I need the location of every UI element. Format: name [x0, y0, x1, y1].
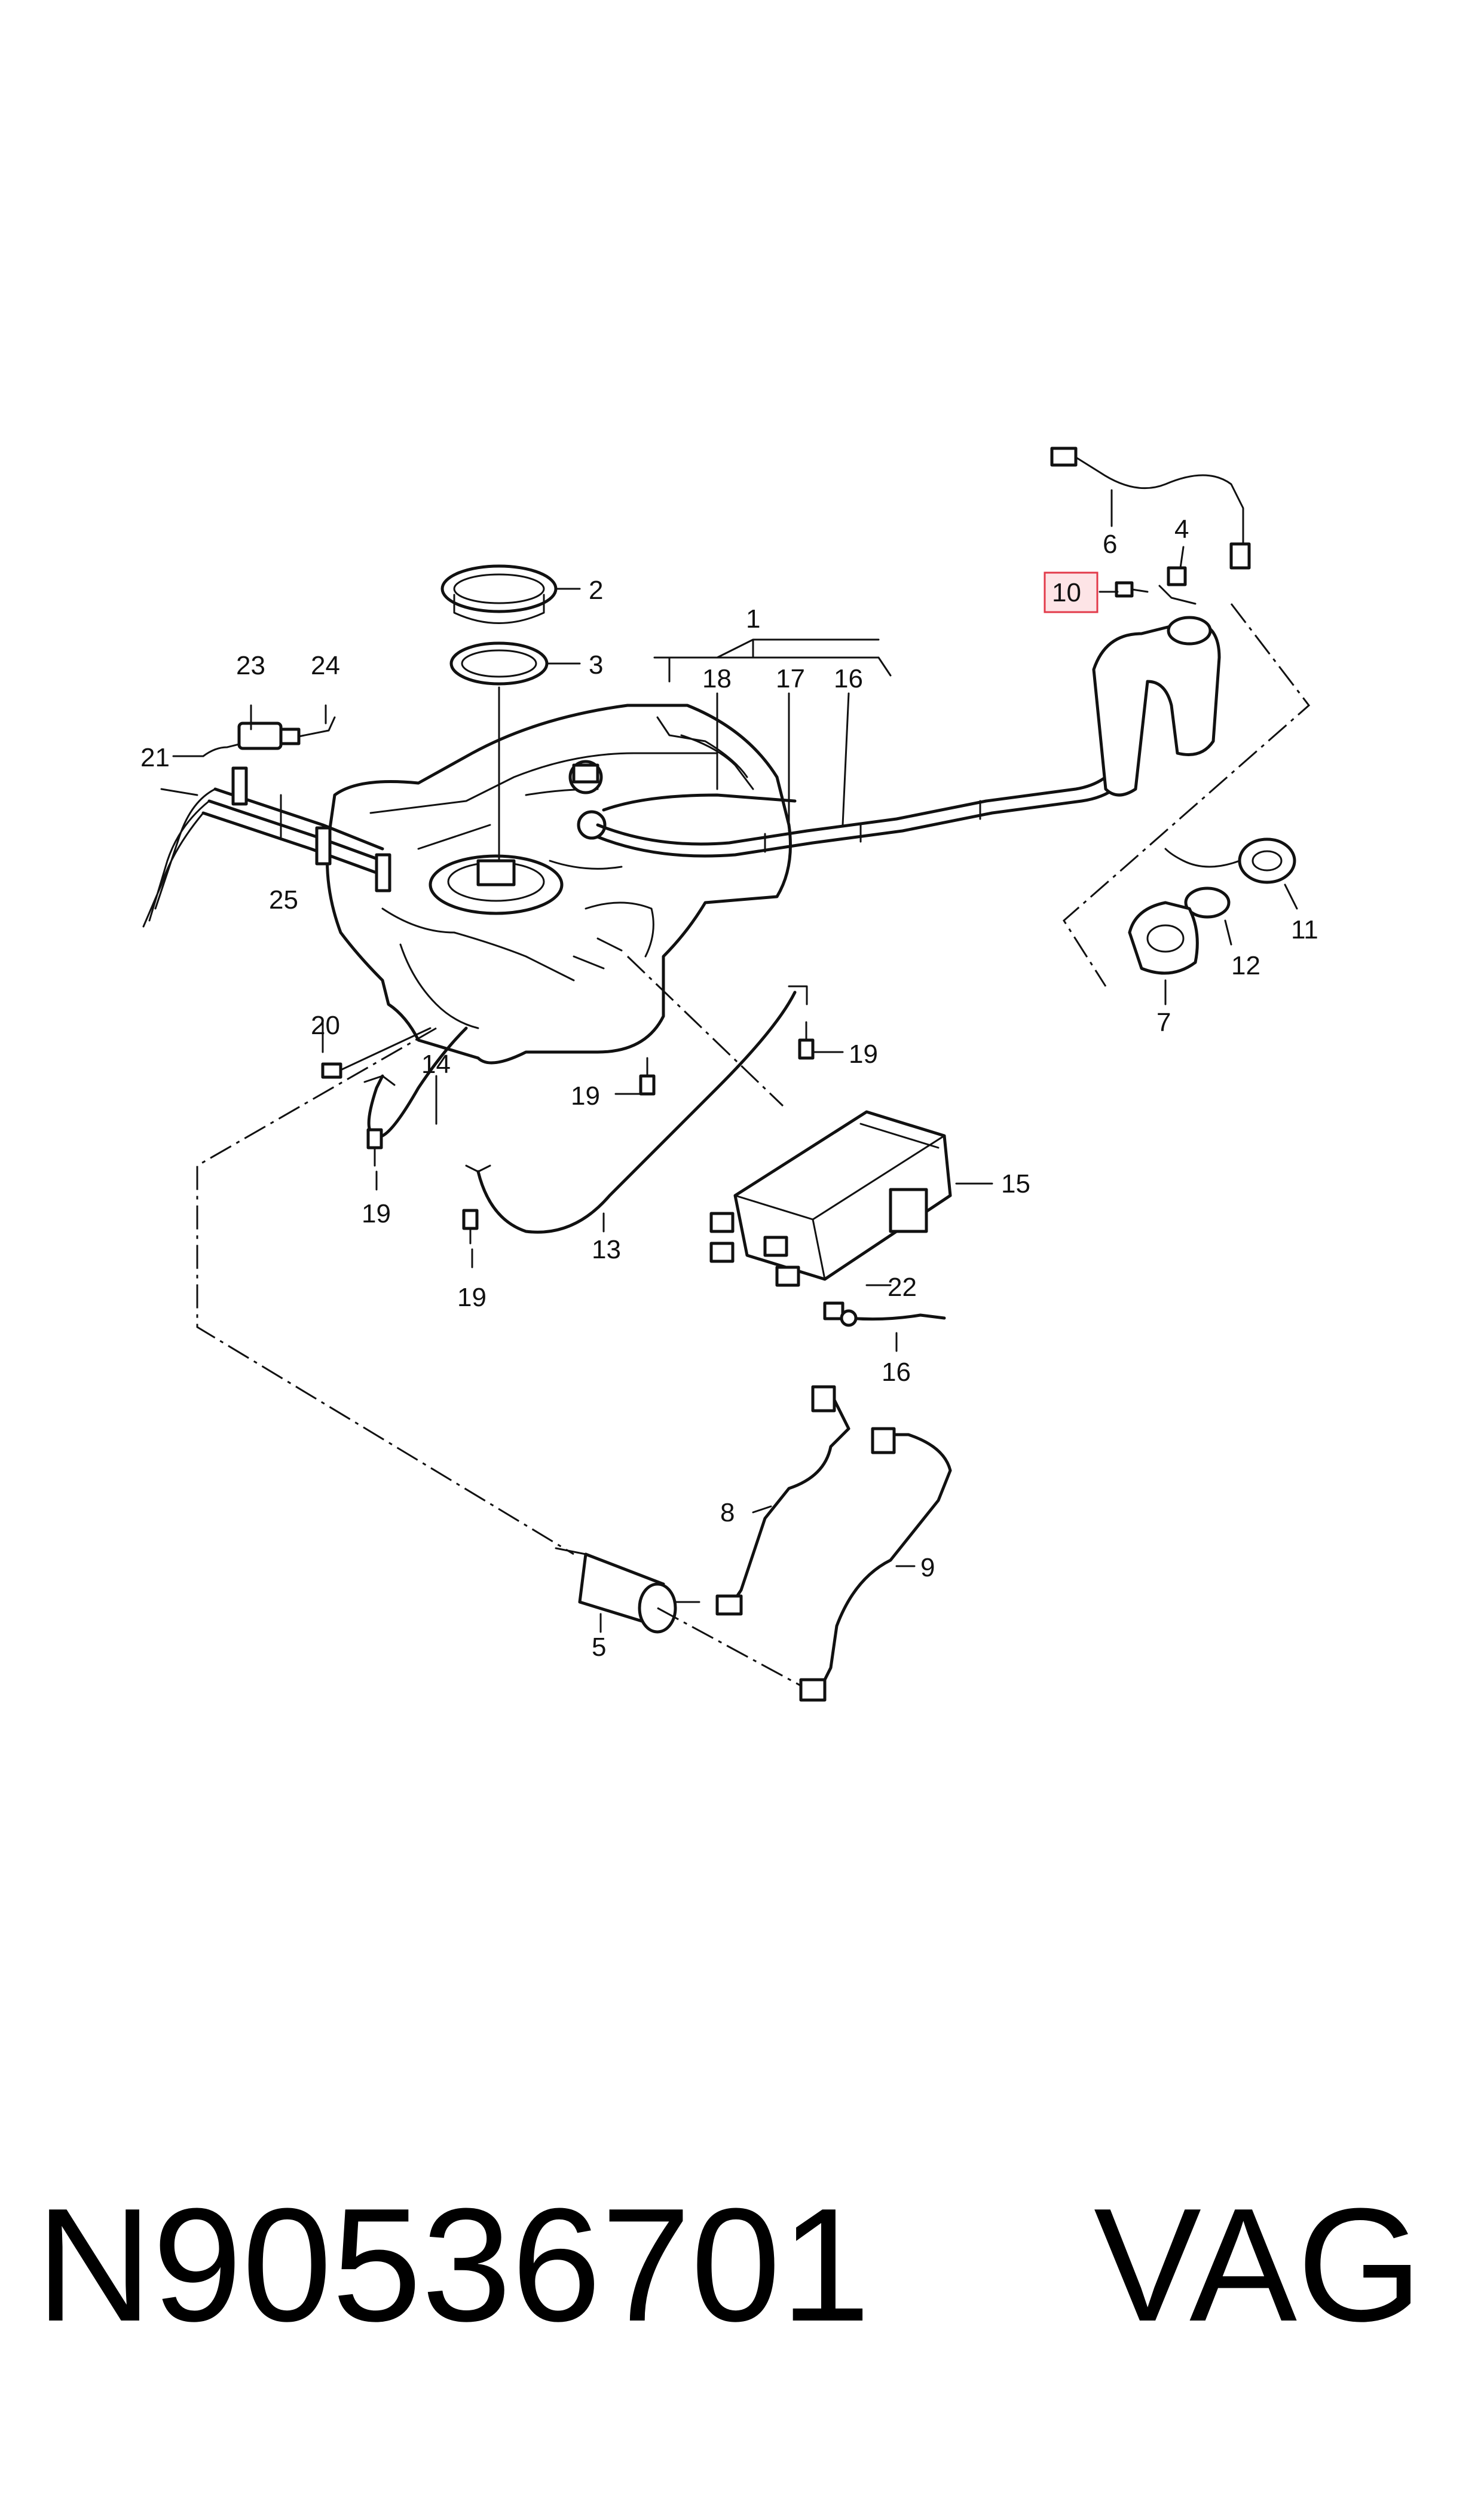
callout-16-lower: 16	[882, 1358, 911, 1387]
filler-cap	[1164, 837, 1296, 884]
callout-22: 22	[888, 1273, 917, 1302]
fuel-line-9	[799, 1427, 952, 1702]
callout-9: 9	[920, 1553, 935, 1582]
callout-15: 15	[1001, 1169, 1030, 1199]
bolt-19-right	[798, 1021, 815, 1060]
callout-24: 24	[311, 651, 340, 680]
callout-23: 23	[236, 651, 265, 680]
tank-strap	[465, 985, 808, 1234]
filler-seal	[1184, 886, 1231, 919]
charcoal-canister	[709, 1110, 952, 1287]
callout-19-left: 19	[362, 1199, 391, 1228]
brand-name: VAG	[1094, 2175, 1423, 2355]
callout-4: 4	[1174, 515, 1189, 544]
callout-19-right: 19	[849, 1040, 878, 1069]
callout-10: 10	[1052, 578, 1081, 607]
callout-labels: 1 2 3 4 5 6 7 8 9 10 11 12 13 14 15 16 1…	[140, 515, 1318, 1662]
bolt-19-mid	[639, 1057, 656, 1096]
locking-ring	[440, 564, 558, 624]
bracket-clip	[1158, 566, 1197, 605]
callout-16-upper: 16	[834, 664, 863, 693]
callout-1: 1	[746, 604, 760, 634]
filler-neck-pipe	[596, 616, 1221, 858]
callout-19-mid: 19	[571, 1081, 600, 1111]
bolt-10	[1115, 581, 1149, 598]
fuel-lines-left	[142, 716, 391, 928]
fuel-line-8	[715, 1385, 850, 1616]
callout-25: 25	[269, 885, 298, 915]
callout-10-highlight	[1044, 571, 1099, 613]
seal-ring	[449, 641, 549, 686]
fuel-tank-exploded-diagram: 1 2 3 4 5 6 7 8 9 10 11 12 13 14 15 16 1…	[140, 447, 1318, 1702]
bolt-20	[321, 1027, 432, 1079]
callout-14: 14	[421, 1050, 451, 1079]
callout-3: 3	[589, 650, 603, 680]
callout-19-lower: 19	[457, 1283, 486, 1312]
callout-20: 20	[311, 1011, 340, 1040]
part-number: N90536701	[36, 2175, 871, 2355]
callout-12: 12	[1231, 951, 1260, 980]
callout-8: 8	[720, 1498, 735, 1527]
callout-5: 5	[592, 1633, 606, 1662]
vent-hose	[823, 1301, 946, 1327]
callout-17: 17	[776, 664, 805, 693]
footer: N90536701 VAG	[0, 2175, 1484, 2355]
bolt-19-left	[366, 1128, 383, 1167]
leader-lines	[172, 489, 1298, 1633]
callout-18: 18	[702, 664, 732, 693]
callout-21: 21	[140, 743, 170, 772]
callout-6: 6	[1103, 530, 1117, 559]
callout-7: 7	[1156, 1008, 1171, 1037]
dashed-group-lines	[196, 603, 1311, 1687]
filler-housing	[1128, 901, 1199, 975]
callout-13: 13	[592, 1235, 621, 1264]
tank-strap-left	[363, 1026, 468, 1138]
fuel-tank	[326, 704, 792, 1065]
callout-11: 11	[1291, 915, 1318, 944]
bolt-19-lower	[462, 1209, 479, 1245]
callout-2: 2	[589, 576, 603, 605]
wiring-harness	[1050, 447, 1251, 570]
